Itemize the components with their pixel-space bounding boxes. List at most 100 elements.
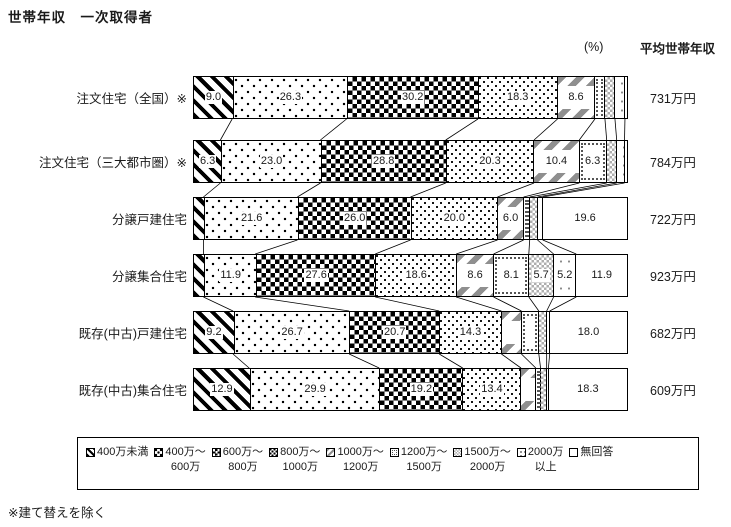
bar-segment: 18.3 [547, 369, 627, 410]
average-income-value: 722万円 [650, 213, 696, 227]
bar-segment: 13.4 [462, 369, 521, 410]
legend-item: 1000万～1200万 [326, 445, 384, 475]
legend-label-line1: 1200万～ [400, 446, 448, 458]
legend-box: 400万未満 400万～ 600万 600万～800万 800万～1000万 1000万～… [77, 437, 699, 490]
segment-value-label: 6.3 [583, 155, 602, 168]
segment-value-label: 14.3 [458, 326, 483, 339]
average-income-value: 731万円 [650, 92, 696, 106]
legend-label-line2: 以上 [534, 460, 557, 473]
bar-segment [194, 255, 205, 296]
legend-label-line1: 無回答 [580, 446, 614, 458]
bar-segment: 18.6 [375, 255, 456, 296]
segment-value-label: 18.3 [506, 91, 530, 104]
segment-value-label: 19.6 [573, 212, 597, 225]
bar-segment: 18.3 [477, 77, 557, 118]
bar-segment: 20.7 [349, 312, 440, 353]
segment-value-label: 21.6 [239, 212, 264, 225]
bar-segment [546, 312, 550, 353]
bar-segment: 5.7 [528, 255, 553, 296]
legend-item: 400万未満 [86, 445, 148, 460]
bar-segment: 11.9 [575, 255, 627, 296]
segment-value-label: 23.0 [259, 155, 284, 168]
bar-segment: 11.9 [204, 255, 256, 296]
legend-label-line2: 600万 [170, 460, 201, 473]
legend-label-line2: 1500万 [406, 460, 442, 473]
checker-black-swatch-icon [211, 448, 221, 457]
segment-value-label: 5.2 [556, 269, 574, 282]
legend-item: 2000万以上 [516, 445, 563, 475]
average-income-value: 923万円 [650, 270, 696, 284]
legend-label-line1: 400万～ [165, 446, 206, 458]
legend-label: 2000万以上 [528, 445, 563, 475]
legend-item: 1500万～2000万 [453, 445, 511, 475]
bar-segment [538, 312, 547, 353]
bar-segment: 20.0 [410, 198, 498, 239]
legend-label: 400万～ 600万 [165, 445, 205, 475]
segment-value-label: 6.3 [198, 155, 217, 168]
bar-segment: 19.6 [542, 198, 627, 239]
bar-segment: 20.3 [445, 141, 534, 182]
bar-segment: 14.3 [439, 312, 501, 353]
legend-label-line2: 1000万 [282, 460, 318, 473]
white-swatch-icon [569, 448, 579, 457]
segment-value-label: 29.9 [303, 383, 327, 396]
bar-segment [539, 369, 546, 410]
legend-item: 800万～1000万 [269, 445, 320, 475]
legend-label-line1: 2000万 [527, 446, 564, 458]
bar-segment [520, 369, 536, 410]
legend-label-line1: 400万未満 [97, 446, 149, 458]
segment-value-label: 28.8 [372, 155, 396, 168]
legend-label-line1: 600万～ [222, 446, 264, 458]
legend-label: 600万～800万 [223, 445, 263, 475]
bar-segment: 27.6 [255, 255, 376, 296]
bar-segment: 26.7 [233, 312, 350, 353]
segment-value-label: 8.6 [567, 91, 585, 104]
segment-value-label: 20.7 [383, 326, 407, 339]
bar-row: 12.9 29.9 19.2 13.4 18.3 [193, 368, 628, 411]
bar-segment [520, 312, 539, 353]
bar-segment [529, 198, 537, 239]
legend-label: 1000万～1200万 [337, 445, 383, 475]
bar-segment: 19.2 [379, 369, 463, 410]
category-label: 既存(中古)集合住宅 [78, 384, 187, 398]
legend-label-line1: 1500万～ [464, 446, 511, 458]
bar-segment [594, 77, 605, 118]
bar-segment: 23.0 [221, 141, 321, 182]
bar-segment [604, 77, 614, 118]
bar-segment: 8.6 [455, 255, 494, 296]
bar-segment [546, 369, 548, 410]
bar-segment [623, 77, 627, 118]
segment-value-label: 5.7 [532, 269, 550, 282]
legend-item: 600万～800万 [211, 445, 263, 475]
average-income-header: 平均世帯年収 [640, 42, 716, 56]
legend-label-line1: 1000万～ [337, 446, 384, 458]
dotted-box-swatch-icon [389, 448, 399, 457]
segment-value-label: 12.9 [210, 383, 234, 396]
segment-value-label: 27.6 [304, 269, 328, 282]
bar-segment: 26.3 [232, 77, 347, 118]
segment-value-label: 26.3 [278, 91, 303, 104]
category-label: 注文住宅（三大都市圏）※ [39, 156, 187, 170]
checker-gray-swatch-icon [453, 448, 463, 457]
bar-segment: 9.2 [194, 312, 234, 353]
legend-label: 800万～1000万 [280, 445, 320, 475]
bar-segment: 6.3 [194, 141, 222, 182]
legend-item: 無回答 [569, 445, 613, 460]
bar-segment: 5.2 [552, 255, 576, 296]
segment-value-label: 26.0 [342, 212, 367, 225]
bar-segment [536, 198, 543, 239]
bar-segment [614, 77, 624, 118]
bar-segment: 9.0 [194, 77, 233, 118]
bar-segment [623, 141, 627, 182]
bar-segment: 10.4 [533, 141, 579, 182]
average-income-value: 609万円 [650, 384, 696, 398]
segment-value-label: 8.6 [466, 269, 484, 282]
dots-fine-swatch-icon [269, 448, 279, 457]
segment-value-label: 19.2 [409, 383, 434, 396]
segment-value-label: 11.9 [219, 269, 242, 282]
diag-bold-swatch-icon [86, 448, 95, 457]
legend-label: 1200万～ 1500万 [401, 445, 447, 475]
